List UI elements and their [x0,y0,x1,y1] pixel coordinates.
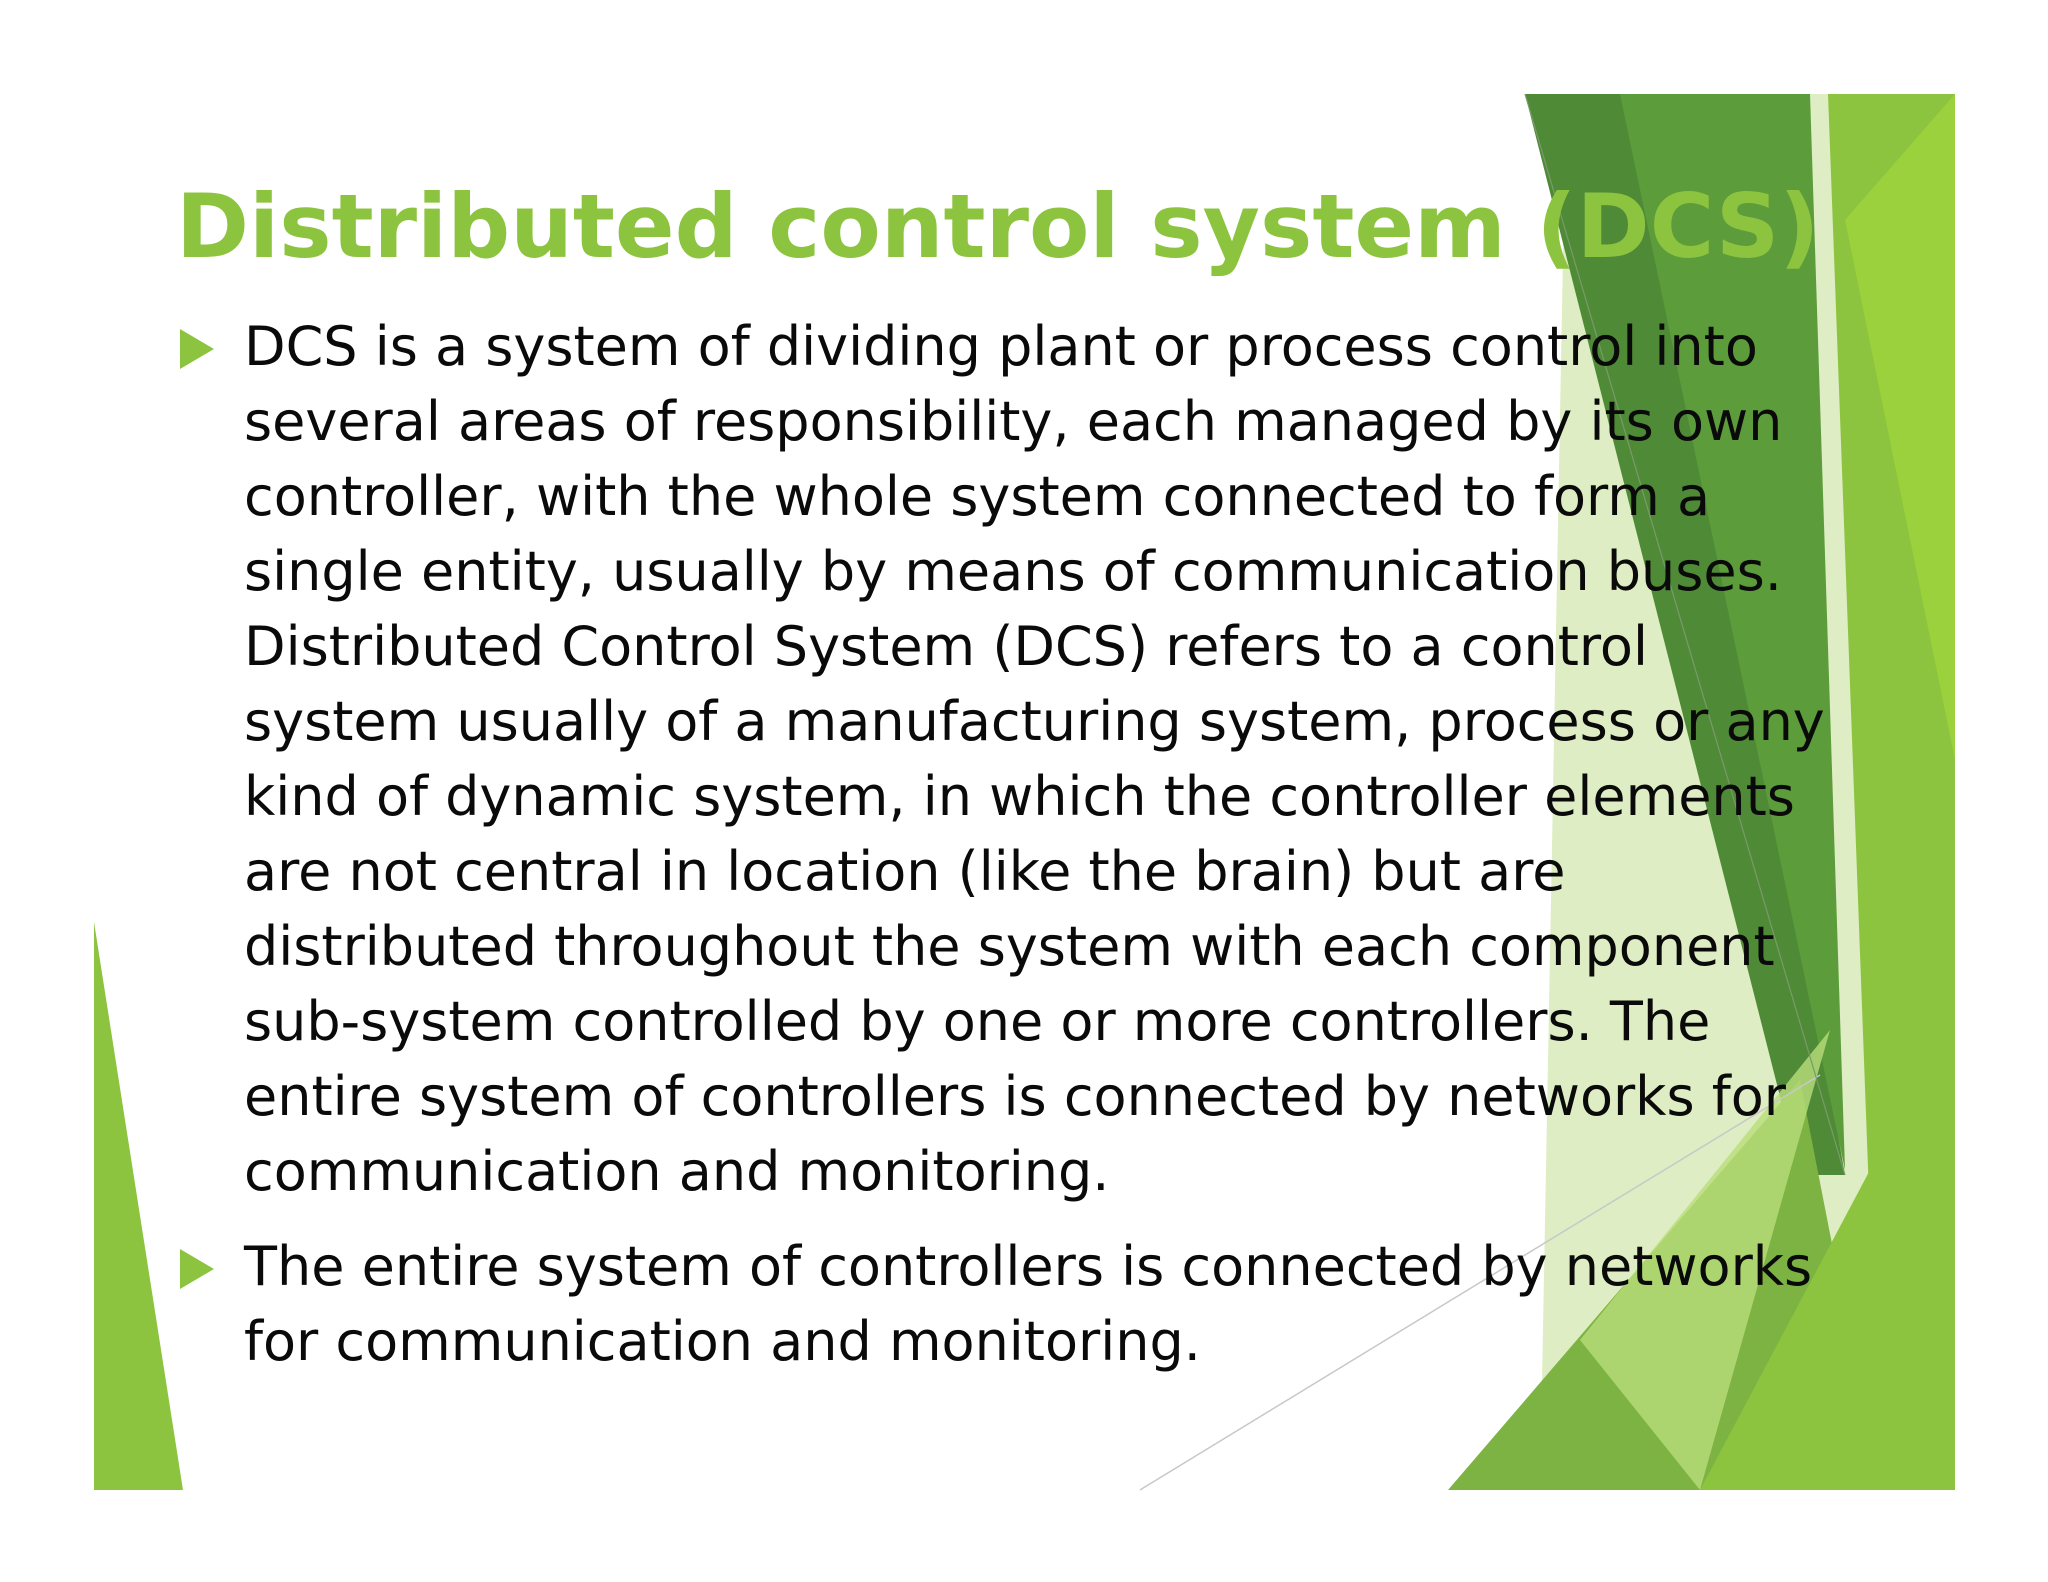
text-line: entire system of controllers is connecte… [244,1065,1787,1128]
text-line: system usually of a manufacturing system… [244,690,1825,753]
text-line: for communication and monitoring. [244,1310,1201,1373]
text-line: Distributed Control System (DCS) refers … [244,615,1648,678]
bullet-item-1: DCS is a system of dividing plant or pro… [176,309,1896,1209]
text-line: The entire system of controllers is conn… [244,1235,1813,1298]
text-line: distributed throughout the system with e… [244,915,1775,978]
text-line: are not central in location (like the br… [244,840,1566,903]
text-line: DCS is a system of dividing plant or pro… [244,315,1758,378]
thin-line-2 [1524,93,1846,1176]
bullet-text: DCS is a system of dividing plant or pro… [244,309,1884,1209]
thin-line-1 [1139,1074,1821,1491]
text-line: sub-system controlled by one or more con… [244,990,1711,1053]
bullet-list: DCS is a system of dividing plant or pro… [176,309,1896,1399]
bullet-item-2: The entire system of controllers is conn… [176,1229,1896,1379]
bottom-bright-wedge [1700,1010,1955,1490]
bullet-arrow-icon [180,329,214,369]
left-green-sliver [94,922,183,1490]
bullet-arrow-icon [180,1249,214,1289]
slide-title: Distributed control system (DCS) [176,175,1820,278]
text-line: kind of dynamic system, in which the con… [244,765,1795,828]
text-line: single entity, usually by means of commu… [244,540,1782,603]
bottom-light-wedge [1580,1030,1830,1490]
right-mid-facet [1620,94,1845,1170]
text-line: several areas of responsibility, each ma… [244,390,1783,453]
text-line: communication and monitoring. [244,1140,1110,1203]
bullet-text: The entire system of controllers is conn… [244,1229,1884,1379]
right-lime-facet [1845,94,1955,760]
text-line: controller, with the whole system connec… [244,465,1711,528]
